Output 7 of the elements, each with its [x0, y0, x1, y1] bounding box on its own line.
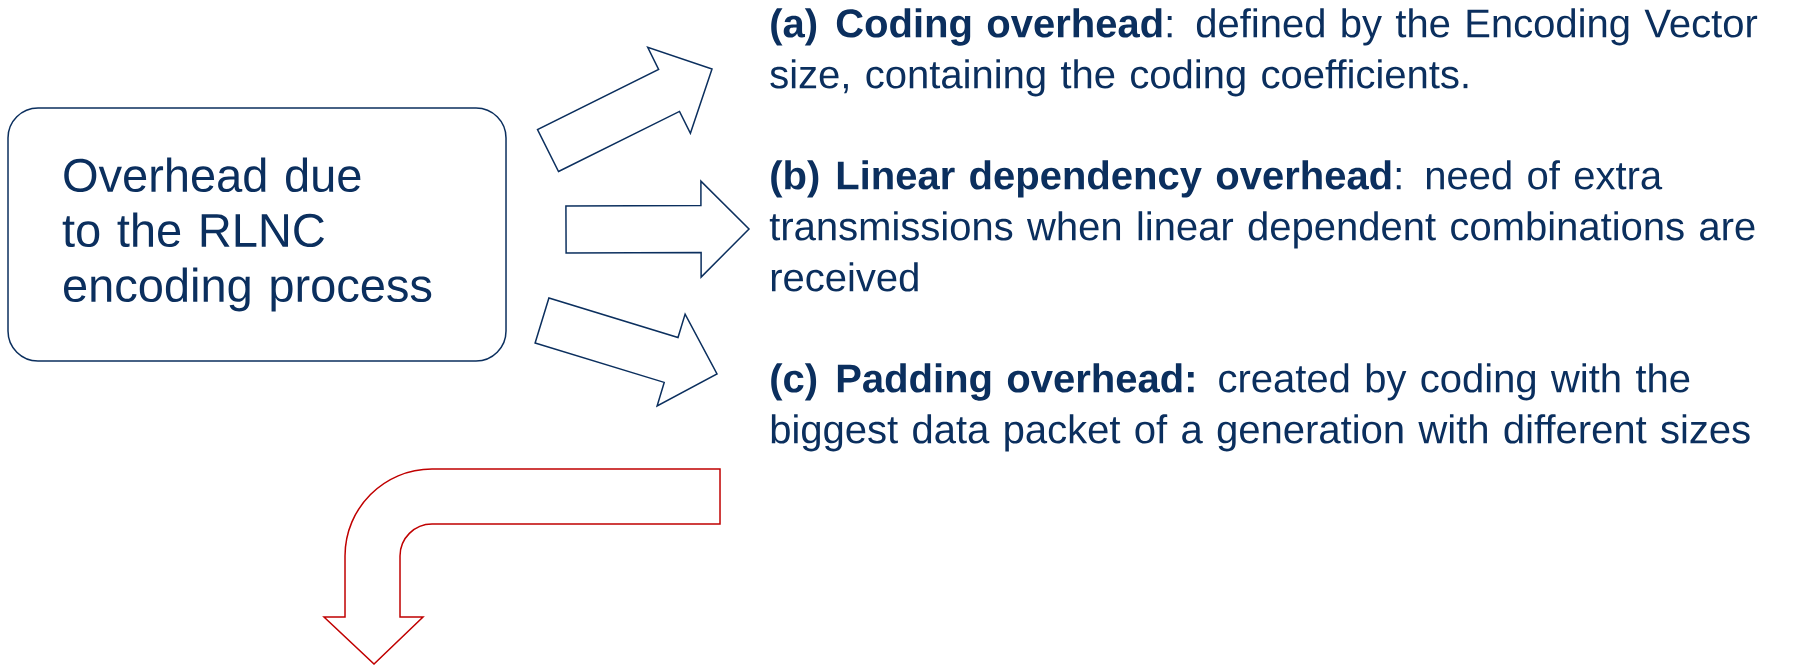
- block-arrow: [536, 46, 713, 173]
- list-item: (c) Padding overhead: created by coding with the biggest data packet of a generation with different sizes: [771, 363, 1750, 452]
- list-item: (a) Coding overhead: defined by the Encoding Vector size, containing the coding coefficients.: [770, 8, 1758, 97]
- process-box: Overhead due to the RLNC encoding process: [7, 107, 507, 362]
- block-arrow: [534, 297, 719, 408]
- list-item: (b) Linear dependency overhead: need of extra transmissions when linear dependent combinations are received: [769, 160, 1755, 292]
- block-arrow: [565, 179, 751, 279]
